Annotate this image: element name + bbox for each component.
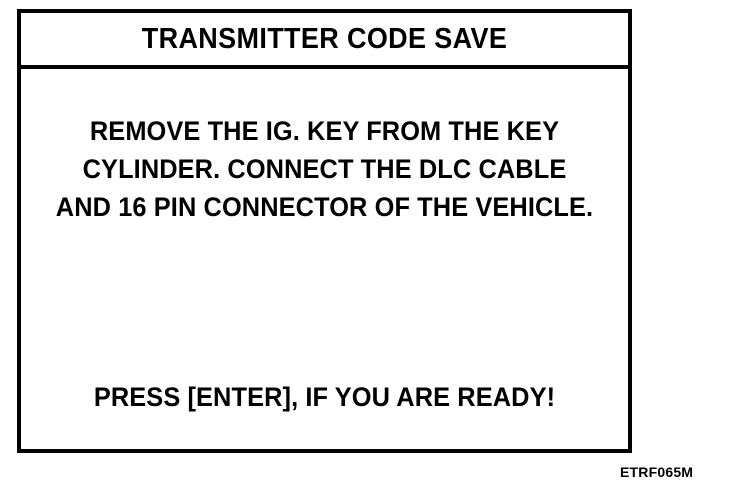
dialog-title: TRANSMITTER CODE SAVE: [141, 22, 508, 55]
figure-caption: ETRF065M: [620, 464, 694, 480]
press-enter-prompt: PRESS [ENTER], IF YOU ARE READY!: [93, 382, 556, 412]
transmitter-code-save-dialog: TRANSMITTER CODE SAVE REMOVE THE IG. KEY…: [17, 9, 632, 453]
dialog-body: REMOVE THE IG. KEY FROM THE KEY CYLINDER…: [21, 69, 628, 449]
dialog-title-bar: TRANSMITTER CODE SAVE: [21, 13, 628, 69]
instruction-line-2: CYLINDER. CONNECT THE DLC CABLE: [82, 154, 567, 184]
instruction-message: REMOVE THE IG. KEY FROM THE KEY CYLINDER…: [21, 112, 628, 226]
instruction-line-3: AND 16 PIN CONNECTOR OF THE VEHICLE.: [55, 192, 594, 222]
confirm-prompt: PRESS [ENTER], IF YOU ARE READY!: [21, 381, 628, 413]
instruction-line-1: REMOVE THE IG. KEY FROM THE KEY: [89, 116, 560, 146]
